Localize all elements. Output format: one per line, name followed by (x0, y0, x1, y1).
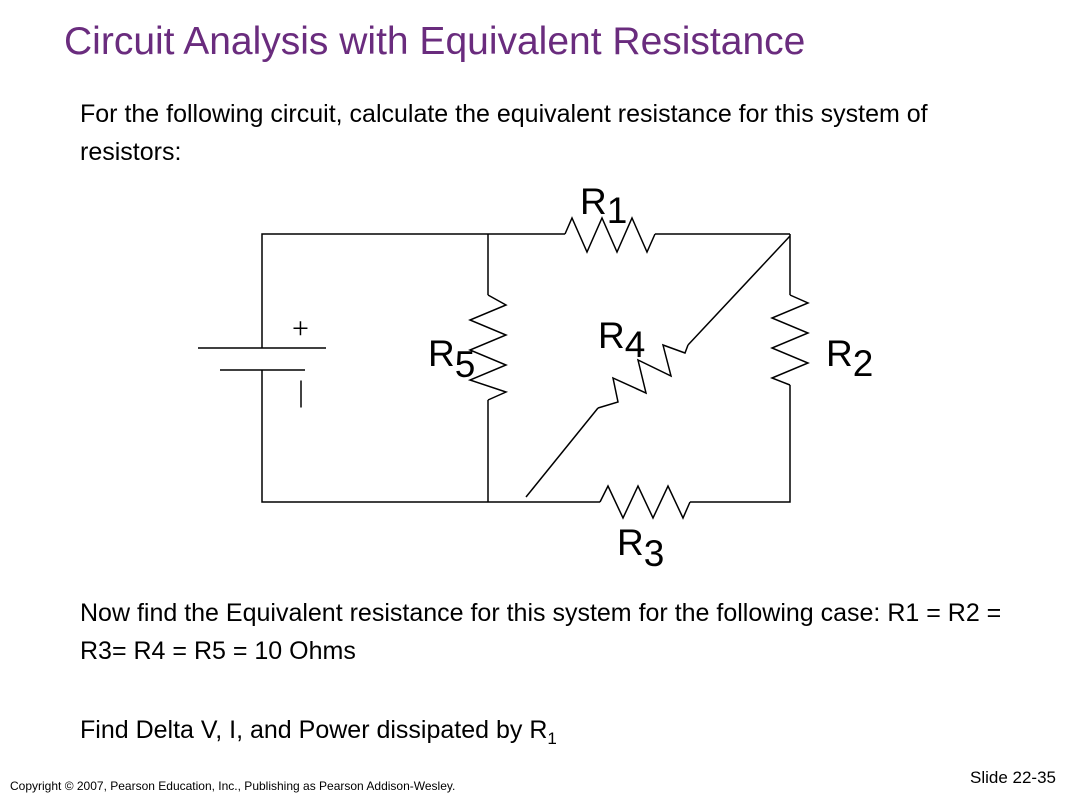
label-r3: R3 (617, 522, 664, 574)
resistor-r2 (769, 294, 810, 386)
intro-text: For the following circuit, calculate the… (80, 100, 928, 166)
battery-plus-label: + (292, 312, 309, 345)
battery-minus-label: | (298, 375, 304, 408)
label-r2: R2 (826, 333, 873, 384)
question-delta-v: Find Delta V, I, and Power dissipated by… (80, 711, 1010, 758)
resistor-r5 (467, 294, 509, 401)
wire-diag-lower (525, 407, 599, 498)
slide-title: Circuit Analysis with Equivalent Resista… (64, 20, 806, 63)
wire-right-lower (690, 385, 791, 503)
label-r4: R4 (598, 315, 645, 365)
resistor-r1 (564, 216, 656, 254)
label-r1: R1 (580, 181, 627, 231)
wire-bottom (261, 370, 600, 503)
resistor-r3 (599, 484, 691, 520)
slide-number: Slide 22-35 (969, 768, 1056, 787)
wire-diag-upper (687, 235, 791, 346)
question-delta-v-subscript: 1 (547, 729, 557, 748)
question-equivalent-resistance: Now find the Equivalent resistance for t… (80, 599, 1002, 665)
question-delta-v-text: Find Delta V, I, and Power dissipated by… (80, 716, 548, 744)
resistor-r4 (597, 343, 689, 409)
wire-left-top (261, 233, 565, 348)
copyright-notice: Copyright © 2007, Pearson Education, Inc… (10, 779, 456, 793)
label-r5: R5 (428, 333, 475, 385)
